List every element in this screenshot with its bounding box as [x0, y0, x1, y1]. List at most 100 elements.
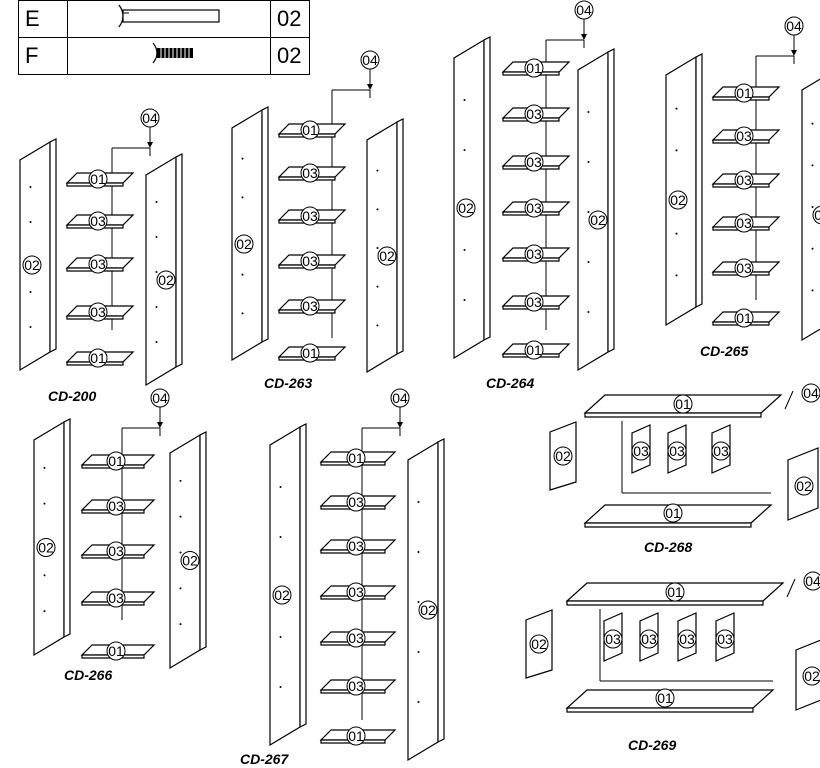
part-label: 02	[22, 255, 42, 275]
part-label: 01	[300, 120, 320, 140]
hardware-row-f: F 02	[18, 37, 310, 75]
part-label: 04	[360, 50, 380, 70]
part-label: 03	[677, 629, 697, 649]
svg-text:03: 03	[348, 630, 364, 646]
part-label: 04	[801, 383, 820, 403]
hardware-table: E 02 F 02	[18, 0, 310, 75]
svg-text:01: 01	[302, 345, 318, 361]
part-label: 03	[524, 244, 544, 264]
svg-text:01: 01	[526, 60, 542, 76]
part-label: 01	[106, 451, 126, 471]
bottom-board-edge	[566, 707, 754, 713]
part-label: 03	[631, 441, 651, 461]
side-panel	[169, 433, 201, 670]
svg-text:02: 02	[458, 200, 474, 216]
svg-text:03: 03	[90, 256, 106, 272]
part-label: 01	[524, 340, 544, 360]
part-label: 03	[524, 152, 544, 172]
part-label: 04	[803, 571, 820, 591]
part-label: 03	[346, 536, 366, 556]
part-label: 03	[106, 541, 126, 561]
svg-text:01: 01	[108, 453, 124, 469]
part-label: 03	[711, 441, 731, 461]
part-label: 01	[734, 308, 754, 328]
hardware-qty: 02	[270, 0, 310, 38]
part-label: 03	[300, 251, 320, 271]
side-panel	[577, 50, 609, 372]
part-label: 02	[588, 210, 608, 230]
part-label: 01	[524, 58, 544, 78]
part-label: 02	[794, 476, 814, 496]
svg-text:03: 03	[526, 246, 542, 262]
svg-text:03: 03	[348, 678, 364, 694]
part-label: 01	[663, 503, 683, 523]
svg-text:02: 02	[420, 602, 436, 618]
svg-text:04: 04	[152, 390, 168, 406]
svg-text:03: 03	[605, 631, 621, 647]
part-label: 01	[665, 582, 685, 602]
model-label: CD-267	[240, 751, 289, 767]
model-label: CD-265	[700, 343, 748, 359]
part-label: 03	[734, 258, 754, 278]
svg-text:03: 03	[526, 106, 542, 122]
part-label: 02	[156, 270, 176, 290]
model-label: CD-264	[486, 375, 534, 391]
svg-text:03: 03	[736, 260, 752, 276]
part-label: 03	[667, 441, 687, 461]
svg-text:04: 04	[805, 573, 820, 589]
model-label: CD-263	[264, 375, 312, 391]
side-panel	[407, 440, 439, 762]
side-panel	[366, 120, 398, 374]
side-panel-edge	[607, 48, 615, 353]
svg-text:02: 02	[182, 553, 198, 569]
part-label: 03	[88, 302, 108, 322]
svg-text:01: 01	[90, 171, 106, 187]
svg-text:04: 04	[803, 385, 819, 401]
part-label: 03	[715, 629, 735, 649]
part-label: 01	[346, 448, 366, 468]
part-label: 03	[106, 588, 126, 608]
part-label: 01	[346, 726, 366, 746]
svg-text:03: 03	[641, 631, 657, 647]
svg-text:03: 03	[736, 215, 752, 231]
svg-text:01: 01	[348, 728, 364, 744]
model-label: CD-200	[48, 388, 96, 404]
svg-text:03: 03	[108, 543, 124, 559]
svg-text:04: 04	[362, 52, 378, 68]
unit-cd269: 02 01 03 03 03 03 04 01 02	[525, 571, 820, 713]
svg-text:04: 04	[786, 18, 802, 34]
top-board-edge	[584, 412, 762, 418]
part-label: 03	[524, 198, 544, 218]
svg-text:02: 02	[38, 540, 54, 556]
part-label: 01	[655, 688, 675, 708]
part-label: 02	[36, 538, 56, 557]
part-label: 02	[377, 246, 397, 266]
side-panel-edge	[199, 431, 207, 651]
hardware-qty: 02	[270, 37, 310, 75]
part-label: 02	[418, 600, 438, 620]
svg-text:03: 03	[302, 208, 318, 224]
part-label: 03	[734, 170, 754, 190]
svg-text:03: 03	[679, 631, 695, 647]
svg-text:03: 03	[348, 538, 364, 554]
svg-text:02: 02	[796, 478, 812, 494]
part-label: 02	[553, 446, 573, 466]
part-label: 02	[802, 666, 820, 686]
part-label: 02	[272, 585, 292, 605]
svg-text:04: 04	[576, 2, 592, 18]
part-label: 02	[529, 634, 549, 654]
svg-text:01: 01	[675, 396, 691, 412]
unit-cd264: 02 04 01 03 03 03 03 03 01 02	[453, 0, 615, 372]
part-label: 03	[639, 629, 659, 649]
svg-text:01: 01	[108, 643, 124, 659]
svg-text:03: 03	[90, 304, 106, 320]
part-label: 02	[180, 551, 200, 570]
bottom-board-edge	[584, 522, 752, 528]
unit-cd268: 02 01 03 03 03 04 01 02	[549, 383, 820, 528]
long-bolt-icon	[67, 0, 271, 38]
part-label: 04	[574, 0, 594, 20]
svg-text:02: 02	[804, 668, 820, 684]
part-label: 03	[524, 292, 544, 312]
